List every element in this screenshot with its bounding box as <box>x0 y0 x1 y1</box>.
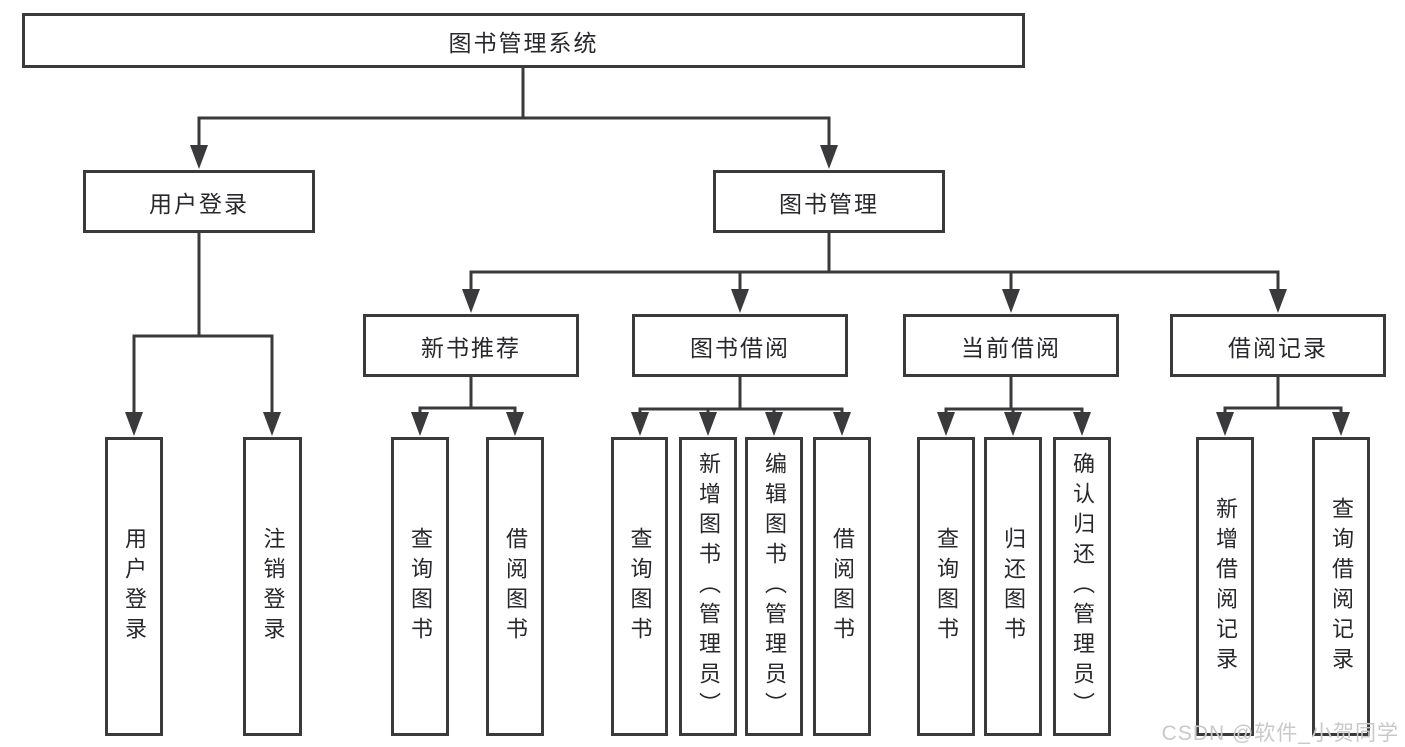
leaf-user-login: 用户登录 <box>105 437 163 736</box>
leaf-query-borrow-record: 查询借阅记录 <box>1312 437 1370 736</box>
leaf-add-borrow-record: 新增借阅记录 <box>1196 437 1254 736</box>
node-new-book-recommendation: 新书推荐 <box>363 314 579 377</box>
leaf-query-books-current: 查询图书 <box>917 437 975 736</box>
leaf-query-books-recommend: 查询图书 <box>391 437 449 736</box>
leaf-borrow-books-recommend: 借阅图书 <box>486 437 544 736</box>
leaf-return-books: 归还图书 <box>984 437 1042 736</box>
leaf-borrow-books: 借阅图书 <box>813 437 871 736</box>
node-current-borrowing: 当前借阅 <box>903 314 1119 377</box>
leaf-logout: 注销登录 <box>243 437 302 736</box>
leaf-confirm-return-admin: 确认归还（管理员） <box>1053 437 1111 736</box>
node-library-system: 图书管理系统 <box>22 13 1025 68</box>
node-book-borrowing: 图书借阅 <box>632 314 848 377</box>
leaf-add-books-admin: 新增图书（管理员） <box>679 437 737 736</box>
watermark: CSDN @软件_小贺同学 <box>1161 722 1399 745</box>
leaf-query-books-borrow: 查询图书 <box>611 437 668 736</box>
node-borrowing-records: 借阅记录 <box>1170 314 1386 377</box>
leaf-edit-books-admin: 编辑图书（管理员） <box>745 437 803 736</box>
node-book-management: 图书管理 <box>713 170 945 233</box>
node-user-login: 用户登录 <box>83 170 315 233</box>
